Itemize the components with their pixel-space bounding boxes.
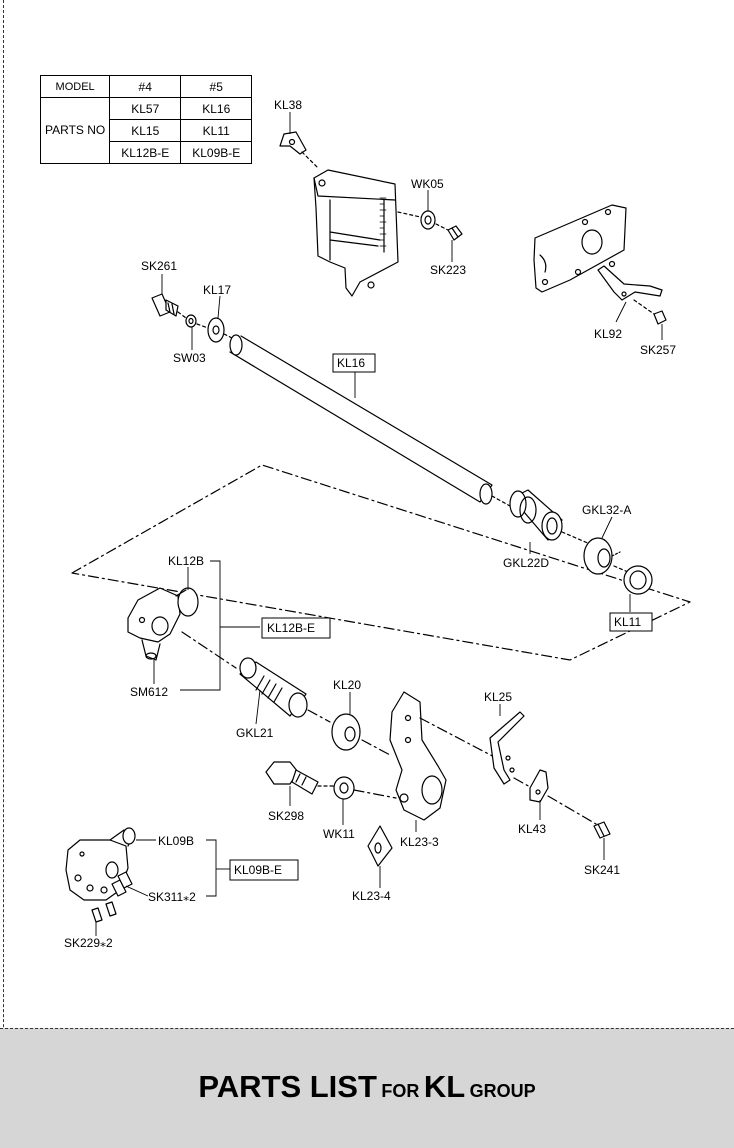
label-sm612: SM612 <box>130 685 168 699</box>
label-kl11: KL11 <box>614 615 641 629</box>
table-cell: KL11 <box>180 119 253 142</box>
wk05-washer <box>420 210 436 230</box>
label-sk298: SK298 <box>268 809 304 823</box>
label-kl09be: KL09B-E <box>234 863 282 877</box>
kl43-bracket <box>529 769 549 803</box>
footer-parts-list: PARTS LIST <box>198 1069 377 1104</box>
kl25-clip <box>489 711 525 785</box>
sk223-screw <box>447 225 463 241</box>
kl16-shaft <box>229 334 493 505</box>
side-plate <box>533 204 627 293</box>
label-sk241: SK241 <box>584 863 620 877</box>
label-kl25: KL25 <box>484 690 512 704</box>
kl20-washer <box>331 713 361 751</box>
kl23-4-plate <box>367 825 393 867</box>
kl11-box <box>609 612 653 632</box>
label-kl17: KL17 <box>203 283 231 297</box>
label-kl12be: KL12B-E <box>267 621 315 635</box>
sk241-screw <box>593 821 611 839</box>
kl12be-box <box>261 617 331 639</box>
table-cell: KL16 <box>180 97 253 120</box>
label-gkl32a: GKL32-A <box>582 503 631 517</box>
label-kl16: KL16 <box>337 356 365 370</box>
footer-banner: PARTS LIST FOR KL GROUP <box>0 1028 734 1148</box>
left-margin-dashed-line <box>3 0 4 1147</box>
sk257-screw <box>653 310 667 325</box>
label-kl23-4: KL23-4 <box>352 889 391 903</box>
footer-title: PARTS LIST FOR KL GROUP <box>0 1069 734 1105</box>
label-gkl22d: GKL22D <box>503 556 549 570</box>
main-bracket-plate <box>313 169 426 297</box>
label-sk229: SK229⁎2 <box>64 936 113 950</box>
label-kl23-3: KL23-3 <box>400 835 439 849</box>
table-parts-no-label: PARTS NO <box>39 97 111 164</box>
sk229-screws <box>91 901 117 923</box>
footer-kl: KL <box>423 1069 466 1104</box>
label-kl20: KL20 <box>333 678 361 692</box>
label-wk05: WK05 <box>411 177 444 191</box>
label-sk311: SK311⁎2 <box>148 890 196 904</box>
kl23-3-arm <box>389 691 447 821</box>
label-kl43: KL43 <box>518 822 546 836</box>
label-sk261: SK261 <box>141 259 177 273</box>
gkl22d-bushing <box>509 489 563 541</box>
table-cell: KL12B-E <box>109 141 182 164</box>
footer-for: FOR <box>381 1081 420 1101</box>
sk261-screw <box>151 293 179 317</box>
wk11-washer <box>333 776 355 800</box>
label-kl92: KL92 <box>594 327 622 341</box>
label-sk257: SK257 <box>640 343 676 357</box>
kl16-box <box>332 353 376 373</box>
sw03-washer <box>185 314 197 328</box>
kl12b-crank <box>127 587 199 661</box>
kl09be-box <box>229 859 299 881</box>
exploded-parts-diagram: KL38 WK05 SK223 SK261 KL17 SW03 KL16 KL9… <box>64 98 691 950</box>
sk311-screws <box>111 871 133 897</box>
label-kl38: KL38 <box>274 98 302 112</box>
kl92-lever <box>597 265 663 315</box>
kl17-washer <box>207 317 225 343</box>
model-parts-table: MODEL #4 #5 PARTS NO KL57 KL16 KL15 KL11… <box>39 75 253 164</box>
label-sk223: SK223 <box>430 263 466 277</box>
gkl21-cylinder <box>239 657 308 718</box>
table-header-5: #5 <box>180 75 253 98</box>
label-gkl21: GKL21 <box>236 726 274 740</box>
label-wk11: WK11 <box>323 827 355 841</box>
footer-group: GROUP <box>469 1081 536 1101</box>
table-row: PARTS NO KL57 KL16 <box>39 97 253 164</box>
table-cell: KL09B-E <box>180 141 253 164</box>
label-kl09b: KL09B <box>158 834 194 848</box>
table-header-row: MODEL #4 #5 <box>39 75 253 98</box>
table-row: KL12B-E KL09B-E <box>41 141 253 164</box>
gkl32a-collar <box>583 537 621 575</box>
kl38-part <box>279 131 319 169</box>
label-sw03: SW03 <box>173 351 206 365</box>
kl11-ring <box>623 565 653 595</box>
sk298-bolt <box>265 761 319 795</box>
assembly-boundary-dashed <box>71 464 691 661</box>
label-kl12b: KL12B <box>168 554 204 568</box>
leader-lines <box>95 112 663 936</box>
